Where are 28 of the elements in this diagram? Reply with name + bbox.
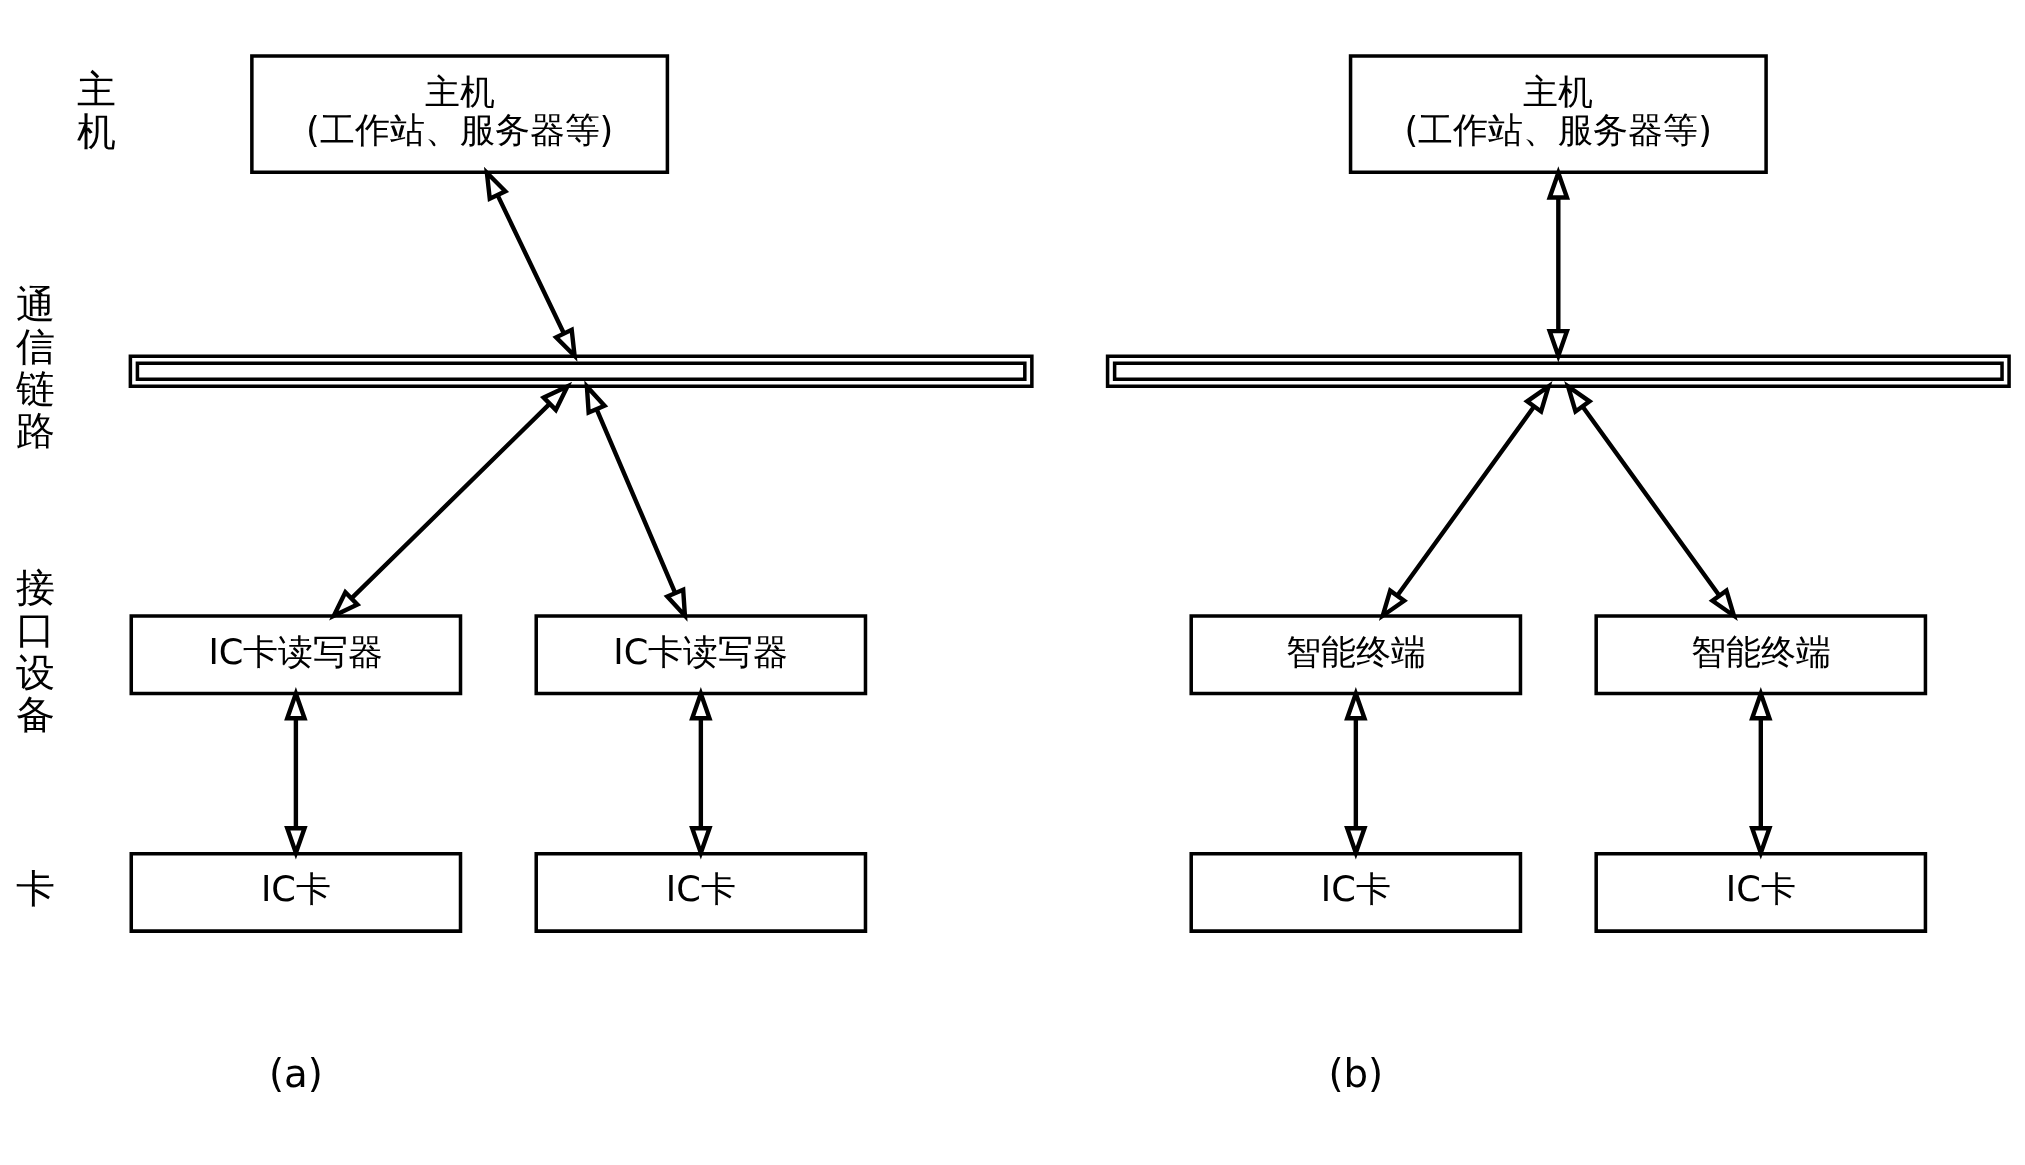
arrow <box>1564 381 1738 622</box>
arrow <box>584 380 688 622</box>
arrow <box>1546 166 1571 363</box>
label: 通信链路 <box>15 281 55 454</box>
node-box: IC卡 <box>1189 851 1523 933</box>
label: (a) <box>268 1051 323 1097</box>
arrow <box>329 381 573 621</box>
label: 接口设备 <box>15 565 55 737</box>
node-box: IC卡 <box>1594 851 1928 933</box>
arrow <box>1344 686 1368 860</box>
label: 主机 <box>77 66 117 155</box>
arrow <box>1749 686 1773 860</box>
label: (b) <box>1328 1051 1384 1097</box>
node-box: IC卡读写器 <box>534 614 868 696</box>
node-bar <box>128 354 1034 388</box>
node-box: IC卡 <box>534 851 868 933</box>
node-box: IC卡读写器 <box>129 614 463 696</box>
arrow <box>284 686 308 860</box>
node-box: 智能终端 <box>1189 614 1523 696</box>
node-box: 智能终端 <box>1594 614 1928 696</box>
node-box: IC卡 <box>129 851 463 933</box>
node-box: 主机 (工作站、服务器等) <box>1348 54 1768 174</box>
node-bar <box>1105 354 2011 388</box>
arrow <box>484 166 578 362</box>
node-box: 主机 (工作站、服务器等) <box>250 54 670 174</box>
arrow <box>1378 381 1553 622</box>
label: 卡 <box>15 866 55 912</box>
arrow <box>689 686 713 860</box>
